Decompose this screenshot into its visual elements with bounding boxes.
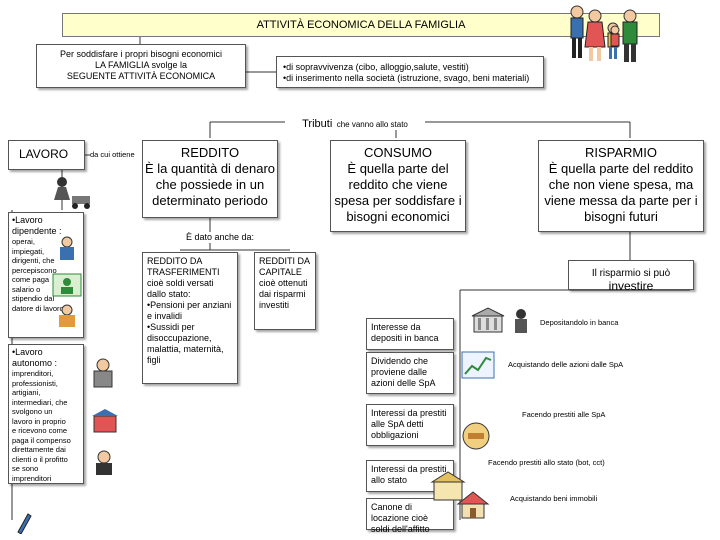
family-icon bbox=[570, 5, 619, 61]
return-text: Dividendo che proviene dalle azioni dell… bbox=[371, 356, 436, 388]
intro-line-3: SEGUENTE ATTIVITÀ ECONOMICA bbox=[66, 71, 216, 81]
autonomo-box: •Lavoro autonomo : imprenditori, profess… bbox=[8, 344, 84, 484]
capitale-box: REDDITI DA CAPITALE cioè ottenuti dai ri… bbox=[254, 252, 316, 330]
mechanic-icon bbox=[52, 273, 82, 297]
investire-word: investire bbox=[608, 279, 654, 293]
state-building-icon bbox=[430, 471, 466, 501]
reddito-box: REDDITO È la quantità di denaro che poss… bbox=[142, 140, 278, 218]
consumo-title: CONSUMO bbox=[364, 145, 432, 160]
trasferimenti-bullet-2: •Sussidi per disoccupazione, malattia, m… bbox=[147, 322, 224, 365]
pen-icon bbox=[17, 513, 32, 534]
autonomo-body-1: imprenditori, bbox=[12, 369, 54, 378]
intro-line-1: Per soddisfare i propri bisogni economic… bbox=[59, 49, 223, 59]
return-box-deposit: Interesse da depositi in banca bbox=[366, 318, 454, 350]
return-box-rent: Canone di locazione cioè soldi dell'affi… bbox=[366, 498, 454, 534]
dipendente-body: operai, impiegati, dirigenti, che percep… bbox=[12, 237, 64, 313]
action-label: Depositandolo in banca bbox=[540, 318, 619, 327]
return-text: Interessi da prestiti allo stato bbox=[371, 464, 447, 485]
return-box-dividend: Dividendo che proviene dalle azioni dell… bbox=[366, 352, 454, 394]
reddito-definition: È la quantità di denaro che possiede in … bbox=[144, 161, 276, 208]
trasferimenti-box: REDDITO DA TRASFERIMENTI cioè soldi vers… bbox=[142, 252, 238, 384]
trasferimenti-text: REDDITO DA TRASFERIMENTI cioè soldi vers… bbox=[147, 256, 220, 299]
risparmio-box: RISPARMIO È quella parte del reddito che… bbox=[538, 140, 704, 232]
return-text: Canone di locazione cioè soldi dell'affi… bbox=[371, 502, 430, 534]
autonomo-body-2: professionisti, artigiani, intermediari,… bbox=[12, 378, 71, 483]
parent-child-icon bbox=[610, 9, 638, 62]
return-text: Interesse da depositi in banca bbox=[371, 322, 439, 343]
consumo-definition: È quella parte del reddito che viene spe… bbox=[334, 161, 462, 224]
lavoro-label: LAVORO bbox=[19, 147, 69, 161]
shop-icon bbox=[92, 409, 118, 433]
autonomo-title: •Lavoro autonomo : bbox=[12, 347, 58, 368]
lavoro-connector-text: da cui ottiene bbox=[90, 150, 142, 160]
artisan-icon bbox=[93, 358, 113, 388]
bank-icon bbox=[471, 307, 505, 333]
worker-icon bbox=[54, 177, 90, 209]
needs-line-1: •di sopravvivenza (cibo, alloggio,salute… bbox=[283, 62, 469, 72]
house-icon bbox=[456, 491, 490, 519]
action-label: Acquistando delle azioni dalle SpA bbox=[508, 360, 624, 369]
needs-box: •di sopravvivenza (cibo, alloggio,salute… bbox=[276, 56, 544, 88]
professional-icon bbox=[96, 450, 112, 475]
capitale-text: REDDITI DA CAPITALE cioè ottenuti dai ri… bbox=[259, 256, 310, 310]
action-label: Facendo prestiti allo stato (bot, cct) bbox=[488, 458, 605, 467]
tributi-note: che vanno allo stato bbox=[336, 120, 408, 129]
investire-prefix: Il risparmio si può bbox=[591, 268, 671, 279]
tributi-label: Tributi bbox=[302, 118, 333, 130]
intro-line-2: LA FAMIGLIA svolge la bbox=[94, 60, 188, 70]
reddito-also-label: È dato anche da: bbox=[186, 232, 266, 243]
investire-box: Il risparmio si può investire bbox=[568, 260, 694, 293]
reddito-title: REDDITO bbox=[180, 145, 240, 160]
page-title: ATTIVITÀ ECONOMICA DELLA FAMIGLIA bbox=[62, 13, 660, 37]
tributi-label-group: Tributi che vanno allo stato bbox=[285, 114, 425, 130]
consumo-box: CONSUMO È quella parte del reddito che v… bbox=[330, 140, 466, 232]
action-label: Facendo prestiti alle SpA bbox=[522, 410, 606, 419]
needs-line-2: •di inserimento nella società (istruzion… bbox=[283, 73, 530, 83]
risparmio-title: RISPARMIO bbox=[585, 145, 657, 160]
intro-box: Per soddisfare i propri bisogni economic… bbox=[36, 44, 246, 88]
risparmio-definition: È quella parte del reddito che non viene… bbox=[544, 161, 698, 224]
lavoro-box: LAVORO bbox=[8, 140, 85, 170]
factory-worker-icon bbox=[59, 304, 75, 327]
action-label: Acquistando beni immobili bbox=[510, 494, 598, 503]
return-box-bond: Interessi da prestiti alle SpA detti obb… bbox=[366, 404, 454, 446]
return-text: Interessi da prestiti alle SpA detti obb… bbox=[371, 408, 447, 440]
person-icon bbox=[515, 309, 527, 333]
stocks-icon bbox=[461, 351, 495, 379]
dipendente-title: •Lavoro dipendente : bbox=[12, 215, 62, 236]
handshake-icon bbox=[462, 422, 490, 450]
office-worker-icon bbox=[60, 236, 74, 260]
trasferimenti-bullet-1: •Pensioni per anziani e invalidi bbox=[147, 300, 232, 321]
